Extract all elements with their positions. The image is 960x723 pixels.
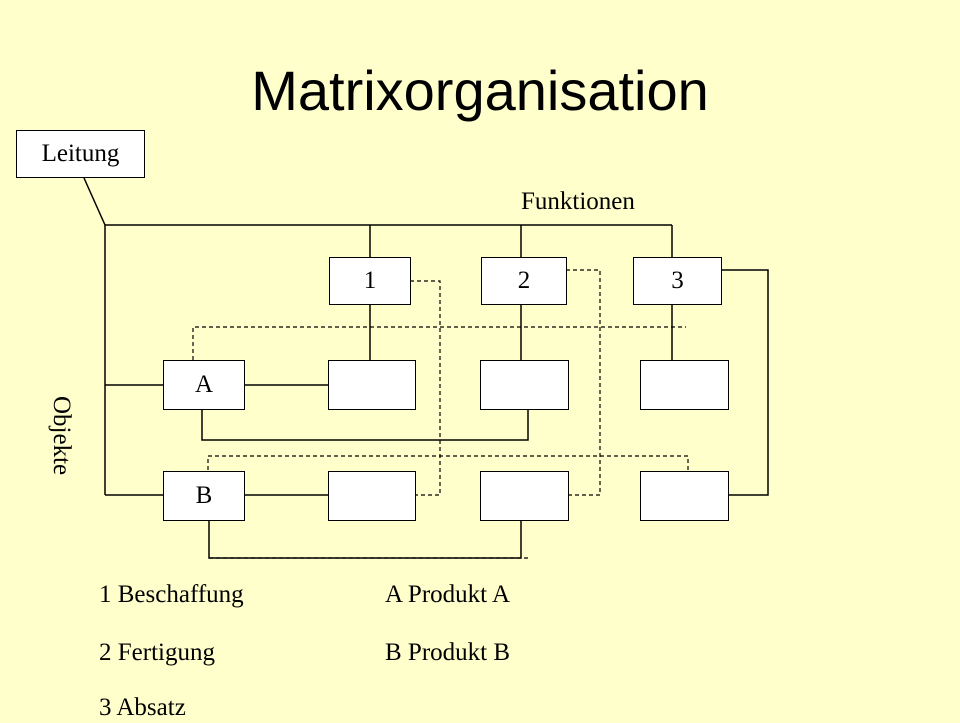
object-box-b: B [163,471,245,521]
matrix-cell-b2 [480,471,569,521]
function-box-1: 1 [329,257,411,305]
matrix-cell-a3 [640,360,729,410]
objekte-label: Objekte [48,396,75,476]
matrix-cell-b3 [640,471,729,521]
matrix-cell-a2 [480,360,569,410]
func2-dashed-link [566,269,601,496]
function-box-2: 2 [481,257,567,305]
legend-object-b: B Produkt B [385,639,511,666]
funktionen-label: Funktionen [521,188,635,215]
legend-function-2: 2 Fertigung [99,639,215,666]
obj-b-dashed-link [207,455,689,470]
legend-function-3: 3 Absatz [99,694,186,721]
page-title: Matrixorganisation [251,59,709,122]
obj-a-dashed-link [192,326,686,360]
legend-object-a: A Produkt A [385,581,511,608]
obj-a-loop [201,410,529,441]
matrix-cell-b1 [328,471,416,521]
obj-b-loop [208,521,522,559]
matrix-cell-a1 [328,360,416,410]
leitung-box: Leitung [16,130,145,178]
function-box-3: 3 [633,257,722,305]
legend-function-1: 1 Beschaffung [99,581,244,608]
leitung-connector [83,177,106,226]
object-box-a: A [163,360,245,410]
func3-bracket [722,269,769,496]
func1-dashed-link [410,280,441,496]
